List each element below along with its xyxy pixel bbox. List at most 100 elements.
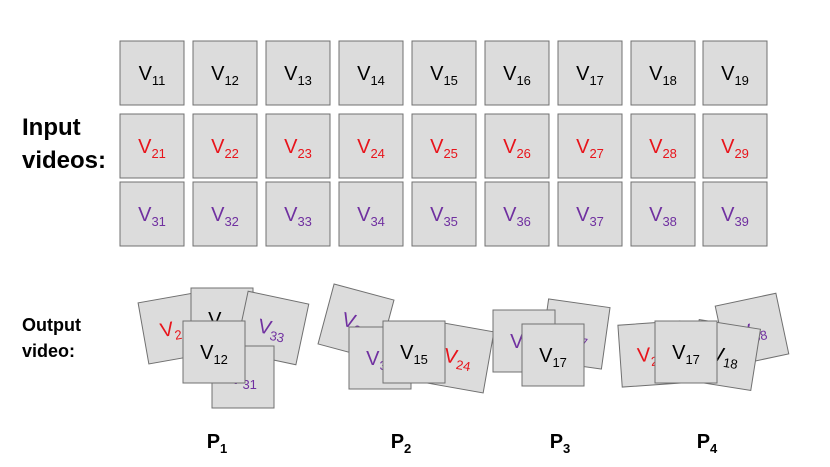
output-group-label-p1: P1 (207, 431, 228, 456)
tile-label-base: V (284, 204, 298, 226)
tile-frame (484, 40, 550, 106)
input-video-tile-r3-c5: V35 (411, 181, 477, 247)
output-tile-p3-v17: V17 (521, 323, 585, 387)
tile-label-subscript: 23 (297, 146, 311, 161)
input-video-tile-r1-c2: V12 (192, 40, 258, 106)
tile-label: V17 (539, 345, 567, 370)
tile-frame (411, 40, 477, 106)
output-group-label-p4: P4 (697, 431, 718, 456)
tile-label-base: V (721, 204, 735, 226)
tile-label: V36 (503, 204, 531, 229)
input-video-tile-r1-c1: V11 (119, 40, 185, 106)
tile-label: V15 (400, 342, 428, 367)
tile-frame (702, 181, 768, 247)
tile-label-subscript: 27 (589, 146, 603, 161)
input-video-tile-r3-c7: V37 (557, 181, 623, 247)
tile-label: V26 (503, 136, 531, 161)
tile-label: V12 (200, 342, 228, 367)
input-video-tile-r1-c3: V13 (265, 40, 331, 106)
tile-label-base: V (284, 63, 298, 85)
output-tile-p2-v15: V15 (382, 320, 446, 384)
tile-label-subscript: 31 (242, 377, 256, 392)
tile-label-subscript: 21 (151, 146, 165, 161)
tile-frame (265, 113, 331, 179)
output-group-p3: V37V36V17P3 (492, 298, 611, 456)
tile-label-base: V (503, 63, 517, 85)
tile-label: V34 (357, 204, 385, 229)
tile-label-base: V (211, 63, 225, 85)
tile-label-subscript: 14 (370, 73, 384, 88)
tile-label-subscript: 28 (662, 146, 676, 161)
group-label-base: P (207, 431, 220, 453)
tile-frame (521, 323, 585, 387)
input-video-tile-r3-c6: V36 (484, 181, 550, 247)
tile-frame (630, 40, 696, 106)
tile-label-subscript: 15 (413, 352, 427, 367)
tile-frame (411, 113, 477, 179)
group-label-base: P (550, 431, 563, 453)
tile-label-base: V (649, 204, 663, 226)
input-video-tile-r2-c2: V22 (192, 113, 258, 179)
tile-label-base: V (503, 136, 517, 158)
tile-label-base: V (430, 136, 444, 158)
tile-label-base: V (576, 63, 590, 85)
tile-label-subscript: 19 (734, 73, 748, 88)
tile-label: V16 (503, 63, 531, 88)
output-tile-p1-v12: V12 (182, 320, 246, 384)
tile-frame (382, 320, 446, 384)
input-video-tile-r3-c9: V39 (702, 181, 768, 247)
tile-frame (484, 181, 550, 247)
tile-frame (411, 181, 477, 247)
input-video-tile-r2-c6: V26 (484, 113, 550, 179)
tile-frame (338, 113, 404, 179)
tile-label-subscript: 11 (152, 73, 166, 88)
tile-label-base: V (510, 331, 524, 353)
tile-label-subscript: 15 (443, 73, 457, 88)
tile-label: V29 (721, 136, 749, 161)
tile-label: V24 (442, 345, 474, 374)
input-video-tile-r2-c4: V24 (338, 113, 404, 179)
tile-label: V14 (357, 63, 385, 88)
tile-frame (557, 40, 623, 106)
tile-label: V17 (672, 342, 700, 367)
tile-label-subscript: 17 (685, 352, 699, 367)
tile-label-subscript: 34 (370, 214, 384, 229)
input-video-tile-r2-c9: V29 (702, 113, 768, 179)
output-group-label-p2: P2 (391, 431, 412, 456)
tile-label-base: V (139, 63, 153, 85)
tile-label-subscript: 16 (516, 73, 530, 88)
tile-label-subscript: 22 (224, 146, 238, 161)
tile-frame (654, 320, 718, 384)
tile-label: V33 (284, 204, 312, 229)
tile-label-base: V (357, 63, 371, 85)
group-label-subscript: 4 (710, 441, 718, 456)
tile-label: V28 (649, 136, 677, 161)
tile-frame (702, 40, 768, 106)
tile-label-subscript: 31 (151, 214, 165, 229)
tile-label-base: V (442, 345, 460, 369)
output-group-p2: V34V24V35V15P2 (317, 283, 495, 456)
tile-label-base: V (649, 136, 663, 158)
output-video-label-line2: video: (22, 341, 75, 361)
tile-frame (119, 40, 185, 106)
tile-frame (265, 40, 331, 106)
tile-label-base: V (366, 348, 380, 370)
input-video-tile-r1-c7: V17 (557, 40, 623, 106)
tile-label-subscript: 32 (224, 214, 238, 229)
tile-label-subscript: 17 (589, 73, 603, 88)
tile-label-base: V (400, 342, 414, 364)
tile-label: V31 (138, 204, 166, 229)
tile-frame (192, 181, 258, 247)
input-video-tile-r3-c4: V34 (338, 181, 404, 247)
tile-label-subscript: 36 (516, 214, 530, 229)
tile-label-base: V (211, 136, 225, 158)
tile-label-base: V (672, 342, 686, 364)
tile-label-base: V (576, 136, 590, 158)
input-video-tile-r3-c2: V32 (192, 181, 258, 247)
tile-label-base: V (138, 204, 152, 226)
output-video-groups: V21V13V33V31V12P1V34V24V35V15P2V37V36V17… (137, 283, 790, 456)
tile-label: V25 (430, 136, 458, 161)
tile-label-base: V (159, 318, 177, 342)
tile-label-subscript: 37 (589, 214, 603, 229)
